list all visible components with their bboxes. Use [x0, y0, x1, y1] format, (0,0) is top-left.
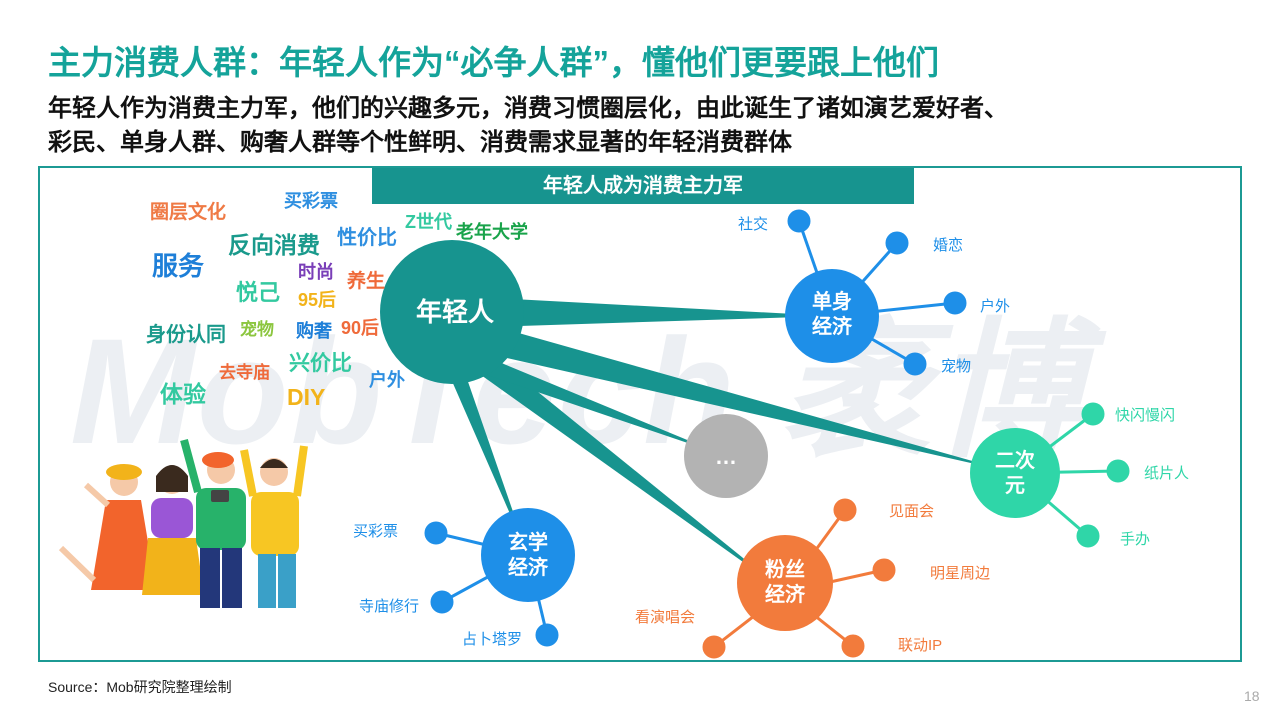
hub-metaphysics [481, 508, 575, 602]
diagram-frame [38, 166, 1242, 662]
keyword: 悦己 [236, 280, 281, 305]
connector-fan-economy [460, 345, 785, 592]
connector-metaphysics [441, 350, 528, 555]
keyword: 宠物 [240, 320, 274, 339]
hub-fan-economy [737, 535, 833, 631]
leaf-label: 联动IP [898, 637, 943, 654]
leaf-label: 宠物 [941, 358, 972, 375]
keyword: 兴价比 [289, 352, 352, 375]
hub-acg-label-2: 元 [1005, 475, 1025, 497]
hub-fan-economy-label-1: 粉丝 [765, 557, 805, 581]
keyword: 身份认同 [146, 324, 226, 346]
center-node [380, 240, 524, 384]
keyword: 购奢 [296, 321, 332, 341]
keyword: 户外 [369, 370, 405, 390]
source-note: Source：Mob研究院整理绘制 [48, 679, 232, 695]
keyword: 反向消费 [228, 232, 320, 258]
leaf-label: 寺庙修行 [359, 598, 420, 615]
hub-single-economy-label-2: 经济 [812, 314, 853, 338]
leaf-label: 买彩票 [353, 523, 399, 540]
connector-acg [498, 330, 1015, 473]
subtitle-line-2: 彩民、单身人群、购奢人群等个性鲜明、消费需求显著的年轻消费群体 [48, 129, 792, 156]
keyword: 时尚 [298, 262, 334, 282]
leaf-label: 见面会 [889, 503, 935, 520]
leaf-label: 手办 [1120, 531, 1151, 548]
hub-single-economy-label-1: 单身 [812, 289, 852, 313]
keyword: 养生 [347, 271, 386, 292]
leaf-label: 户外 [980, 298, 1011, 315]
center-node-label: 年轻人 [416, 297, 494, 327]
keyword: 90后 [341, 318, 380, 338]
connector-more [458, 350, 726, 456]
keyword: 95后 [298, 290, 337, 310]
diagram-banner: 年轻人成为消费主力军 [372, 168, 914, 204]
keyword: 性价比 [337, 227, 397, 249]
keyword: DIY [287, 384, 326, 410]
page-number: 18 [1244, 688, 1260, 704]
leaf-label: 婚恋 [933, 237, 964, 254]
leaf-label: 占卜塔罗 [462, 631, 523, 648]
hub-acg-label-1: 二次 [995, 448, 1035, 472]
leaf-label: 明星周边 [930, 565, 991, 582]
hub-acg [970, 428, 1060, 518]
keyword: 老年大学 [456, 222, 528, 242]
subtitle-line-1: 年轻人作为消费主力军，他们的兴趣多元，消费习惯圈层化，由此诞生了诸如演艺爱好者、 [48, 95, 1008, 122]
hub-more [684, 414, 768, 498]
page-title: 主力消费人群：年轻人作为“必争人群”，懂他们更要跟上他们 [48, 44, 939, 81]
keyword: 圈层文化 [150, 202, 227, 223]
keyword: 去寺庙 [219, 363, 270, 382]
hub-metaphysics-label-2: 经济 [508, 555, 549, 579]
leaf-label: 纸片人 [1144, 465, 1190, 482]
young-people-illustration [58, 438, 308, 608]
hub-more-label: … [715, 444, 737, 469]
keyword: 买彩票 [284, 191, 338, 211]
page-subtitle: 年轻人作为消费主力军，他们的兴趣多元，消费习惯圈层化，由此诞生了诸如演艺爱好者、… [48, 92, 1248, 160]
keyword: 体验 [160, 381, 206, 407]
keyword: Z世代 [405, 212, 452, 232]
connector-single-economy [455, 296, 832, 328]
leaf-label: 看演唱会 [635, 609, 696, 626]
hub-fan-economy-label-2: 经济 [765, 582, 806, 606]
keyword: 服务 [152, 251, 205, 281]
hub-metaphysics-label-1: 玄学 [508, 530, 548, 554]
hub-single-economy [785, 269, 879, 363]
leaf-label: 社交 [738, 216, 769, 233]
leaf-label: 快闪慢闪 [1115, 407, 1176, 424]
